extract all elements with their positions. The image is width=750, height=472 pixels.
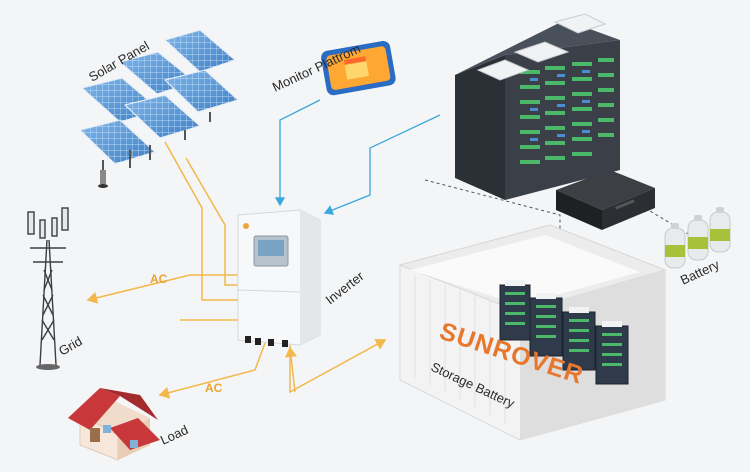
inverter-unit bbox=[237, 209, 321, 347]
monitor-to-inverter-line bbox=[274, 99, 321, 207]
inverter-to-grid-line bbox=[86, 274, 238, 304]
monitor-phone bbox=[321, 40, 396, 96]
grid-tower-base bbox=[36, 364, 60, 370]
rack-to-inverter-line bbox=[323, 114, 441, 215]
inverter-to-storage-line bbox=[289, 339, 387, 394]
house-load bbox=[68, 388, 160, 461]
battery-module-box bbox=[556, 170, 655, 230]
solar-panel-array bbox=[79, 29, 239, 188]
ac-grid-label: AC bbox=[150, 272, 168, 286]
server-racks bbox=[455, 13, 620, 200]
solar-to-inverter-line-2 bbox=[185, 157, 238, 286]
ac-load-label: AC bbox=[205, 381, 223, 395]
inverter-label: Inverter bbox=[323, 268, 367, 307]
storage-to-inverter-line bbox=[285, 346, 297, 393]
inverter-to-load-line bbox=[158, 342, 266, 399]
storage-container bbox=[398, 224, 667, 441]
load-label: Load bbox=[158, 422, 191, 448]
battery-cells bbox=[664, 207, 731, 269]
grid-tower bbox=[27, 207, 69, 366]
ac-connection-lines bbox=[86, 141, 387, 399]
solar-to-inverter-line bbox=[164, 141, 238, 301]
data-connection-lines bbox=[274, 99, 441, 215]
grid-label: Grid bbox=[56, 333, 85, 358]
